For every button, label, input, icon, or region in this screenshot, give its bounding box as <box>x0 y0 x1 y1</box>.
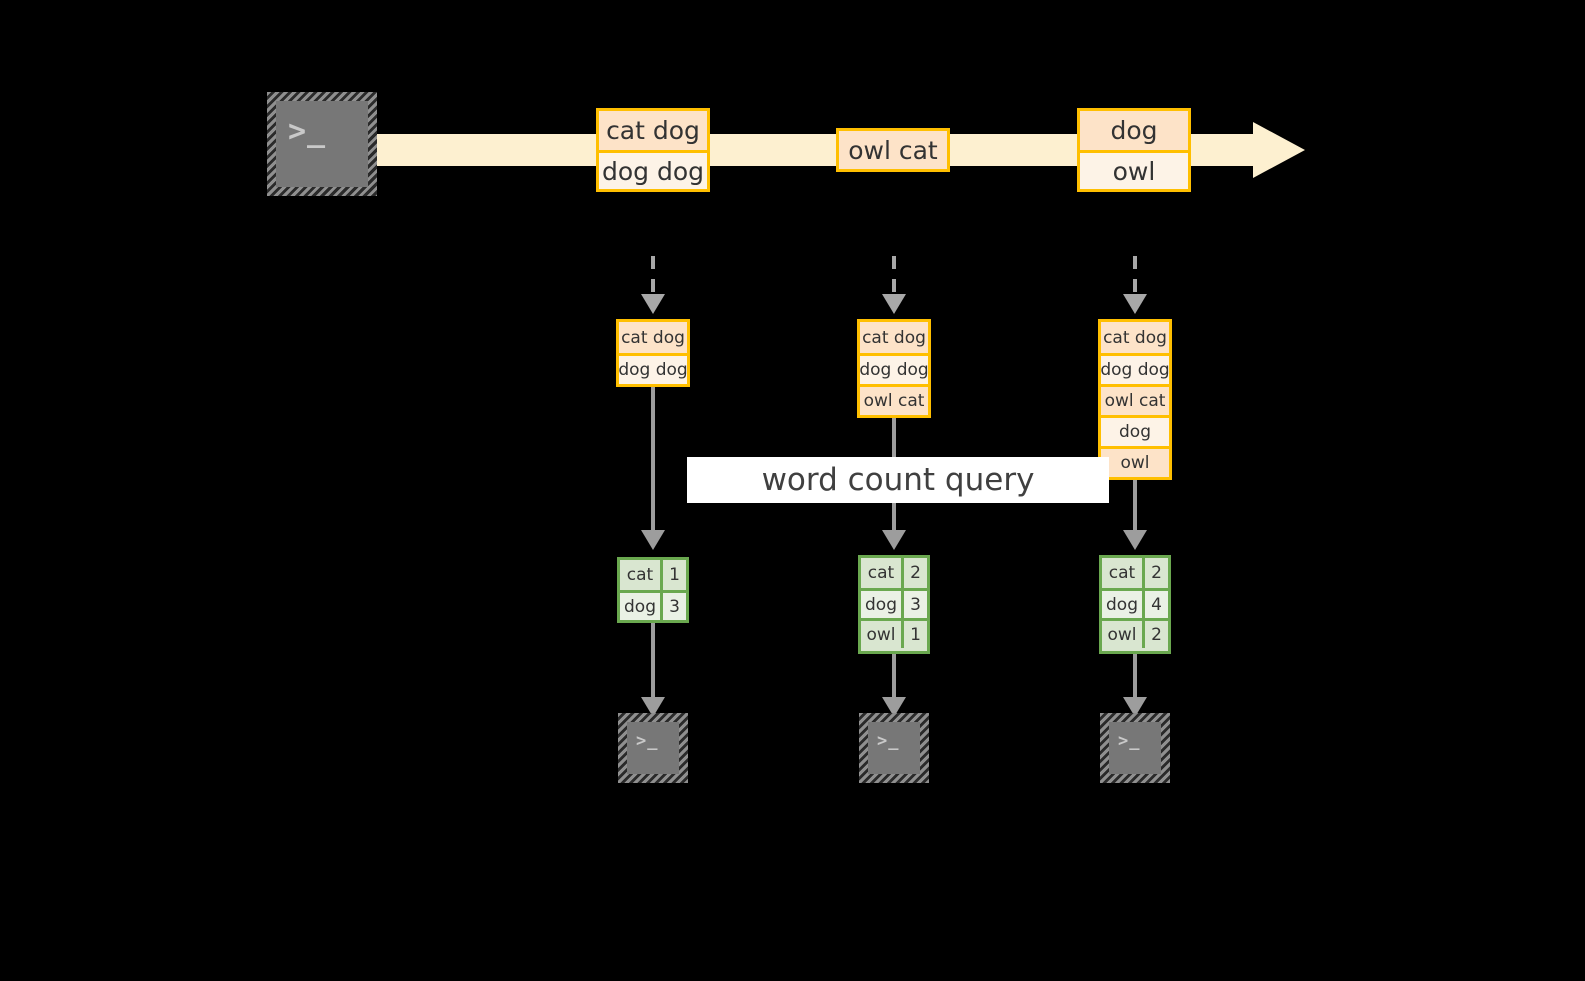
arrowhead-icon <box>882 530 906 550</box>
stream-event-3[interactable]: dog owl <box>1077 108 1191 192</box>
terminal-prompt-glyph: >_ <box>288 114 327 149</box>
table-row: cat 1 <box>620 560 686 590</box>
snapshot-line: cat dog <box>619 322 687 353</box>
source-terminal-icon[interactable]: >_ <box>267 92 377 196</box>
result-count: 2 <box>1142 558 1168 588</box>
event-line: dog dog <box>599 150 707 189</box>
query-label: word count query <box>687 457 1109 503</box>
dashed-connector-2 <box>892 256 896 298</box>
snapshot-line: dog dog <box>1101 353 1169 384</box>
result-count: 2 <box>901 558 927 588</box>
result-table-3[interactable]: cat 2 dog 4 owl 2 <box>1099 555 1171 654</box>
stream-event-1[interactable]: cat dog dog dog <box>596 108 710 192</box>
result-table-1[interactable]: cat 1 dog 3 <box>617 557 689 623</box>
result-count: 3 <box>901 591 927 618</box>
result-count: 3 <box>660 593 686 620</box>
result-word: dog <box>624 596 656 617</box>
result-count: 2 <box>1142 621 1168 648</box>
table-row: owl 1 <box>861 618 927 648</box>
result-count: 1 <box>660 560 686 590</box>
event-line: cat dog <box>599 111 707 150</box>
sink-connector-2 <box>892 654 896 701</box>
query-connector-1 <box>651 387 655 533</box>
event-line: dog <box>1080 111 1188 150</box>
terminal-screen: >_ <box>627 722 679 774</box>
result-table-2[interactable]: cat 2 dog 3 owl 1 <box>858 555 930 654</box>
snapshot-line: owl cat <box>1101 384 1169 415</box>
arrowhead-icon <box>641 697 665 717</box>
arrowhead-icon <box>641 530 665 550</box>
table-row: dog 3 <box>861 588 927 618</box>
snapshot-line: dog dog <box>860 353 928 384</box>
result-word: owl <box>866 624 896 645</box>
result-count: 4 <box>1142 591 1168 618</box>
snapshot-line: cat dog <box>860 322 928 353</box>
query-connector-3 <box>1133 480 1137 533</box>
table-row: dog 3 <box>620 590 686 620</box>
sink-terminal-icon-1[interactable]: >_ <box>618 713 688 783</box>
snapshot-line: owl cat <box>860 384 928 415</box>
terminal-screen: >_ <box>868 722 920 774</box>
result-word: cat <box>867 563 895 583</box>
snapshot-line: dog dog <box>619 353 687 384</box>
dashed-connector-1 <box>651 256 655 298</box>
event-line: owl <box>1080 150 1188 189</box>
result-word: owl <box>1107 624 1137 645</box>
event-line: owl cat <box>839 131 947 169</box>
dashed-connector-3 <box>1133 256 1137 298</box>
snapshot-line: owl <box>1101 446 1169 477</box>
snapshot-1[interactable]: cat dog dog dog <box>616 319 690 387</box>
result-word: dog <box>1106 594 1138 615</box>
terminal-prompt-glyph: >_ <box>877 731 900 751</box>
query-label-text: word count query <box>761 462 1035 498</box>
arrowhead-icon <box>641 294 665 314</box>
terminal-screen: >_ <box>1109 722 1161 774</box>
snapshot-2[interactable]: cat dog dog dog owl cat <box>857 319 931 418</box>
result-count: 1 <box>901 621 927 648</box>
arrowhead-icon <box>882 294 906 314</box>
table-row: cat 2 <box>1102 558 1168 588</box>
sink-connector-3 <box>1133 654 1137 701</box>
sink-connector-1 <box>651 623 655 701</box>
table-row: owl 2 <box>1102 618 1168 648</box>
stream-arrowhead-icon <box>1253 122 1305 178</box>
arrowhead-icon <box>1123 294 1147 314</box>
snapshot-3[interactable]: cat dog dog dog owl cat dog owl <box>1098 319 1172 480</box>
arrowhead-icon <box>1123 697 1147 717</box>
terminal-screen: >_ <box>276 101 368 187</box>
snapshot-line: dog <box>1101 415 1169 446</box>
arrowhead-icon <box>882 697 906 717</box>
arrowhead-icon <box>1123 530 1147 550</box>
terminal-prompt-glyph: >_ <box>1118 731 1141 751</box>
sink-terminal-icon-2[interactable]: >_ <box>859 713 929 783</box>
sink-terminal-icon-3[interactable]: >_ <box>1100 713 1170 783</box>
table-row: dog 4 <box>1102 588 1168 618</box>
snapshot-line: cat dog <box>1101 322 1169 353</box>
result-word: cat <box>1108 563 1136 583</box>
stream-event-2[interactable]: owl cat <box>836 128 950 172</box>
result-word: cat <box>626 565 654 585</box>
result-word: dog <box>865 594 897 615</box>
table-row: cat 2 <box>861 558 927 588</box>
terminal-prompt-glyph: >_ <box>636 731 659 751</box>
